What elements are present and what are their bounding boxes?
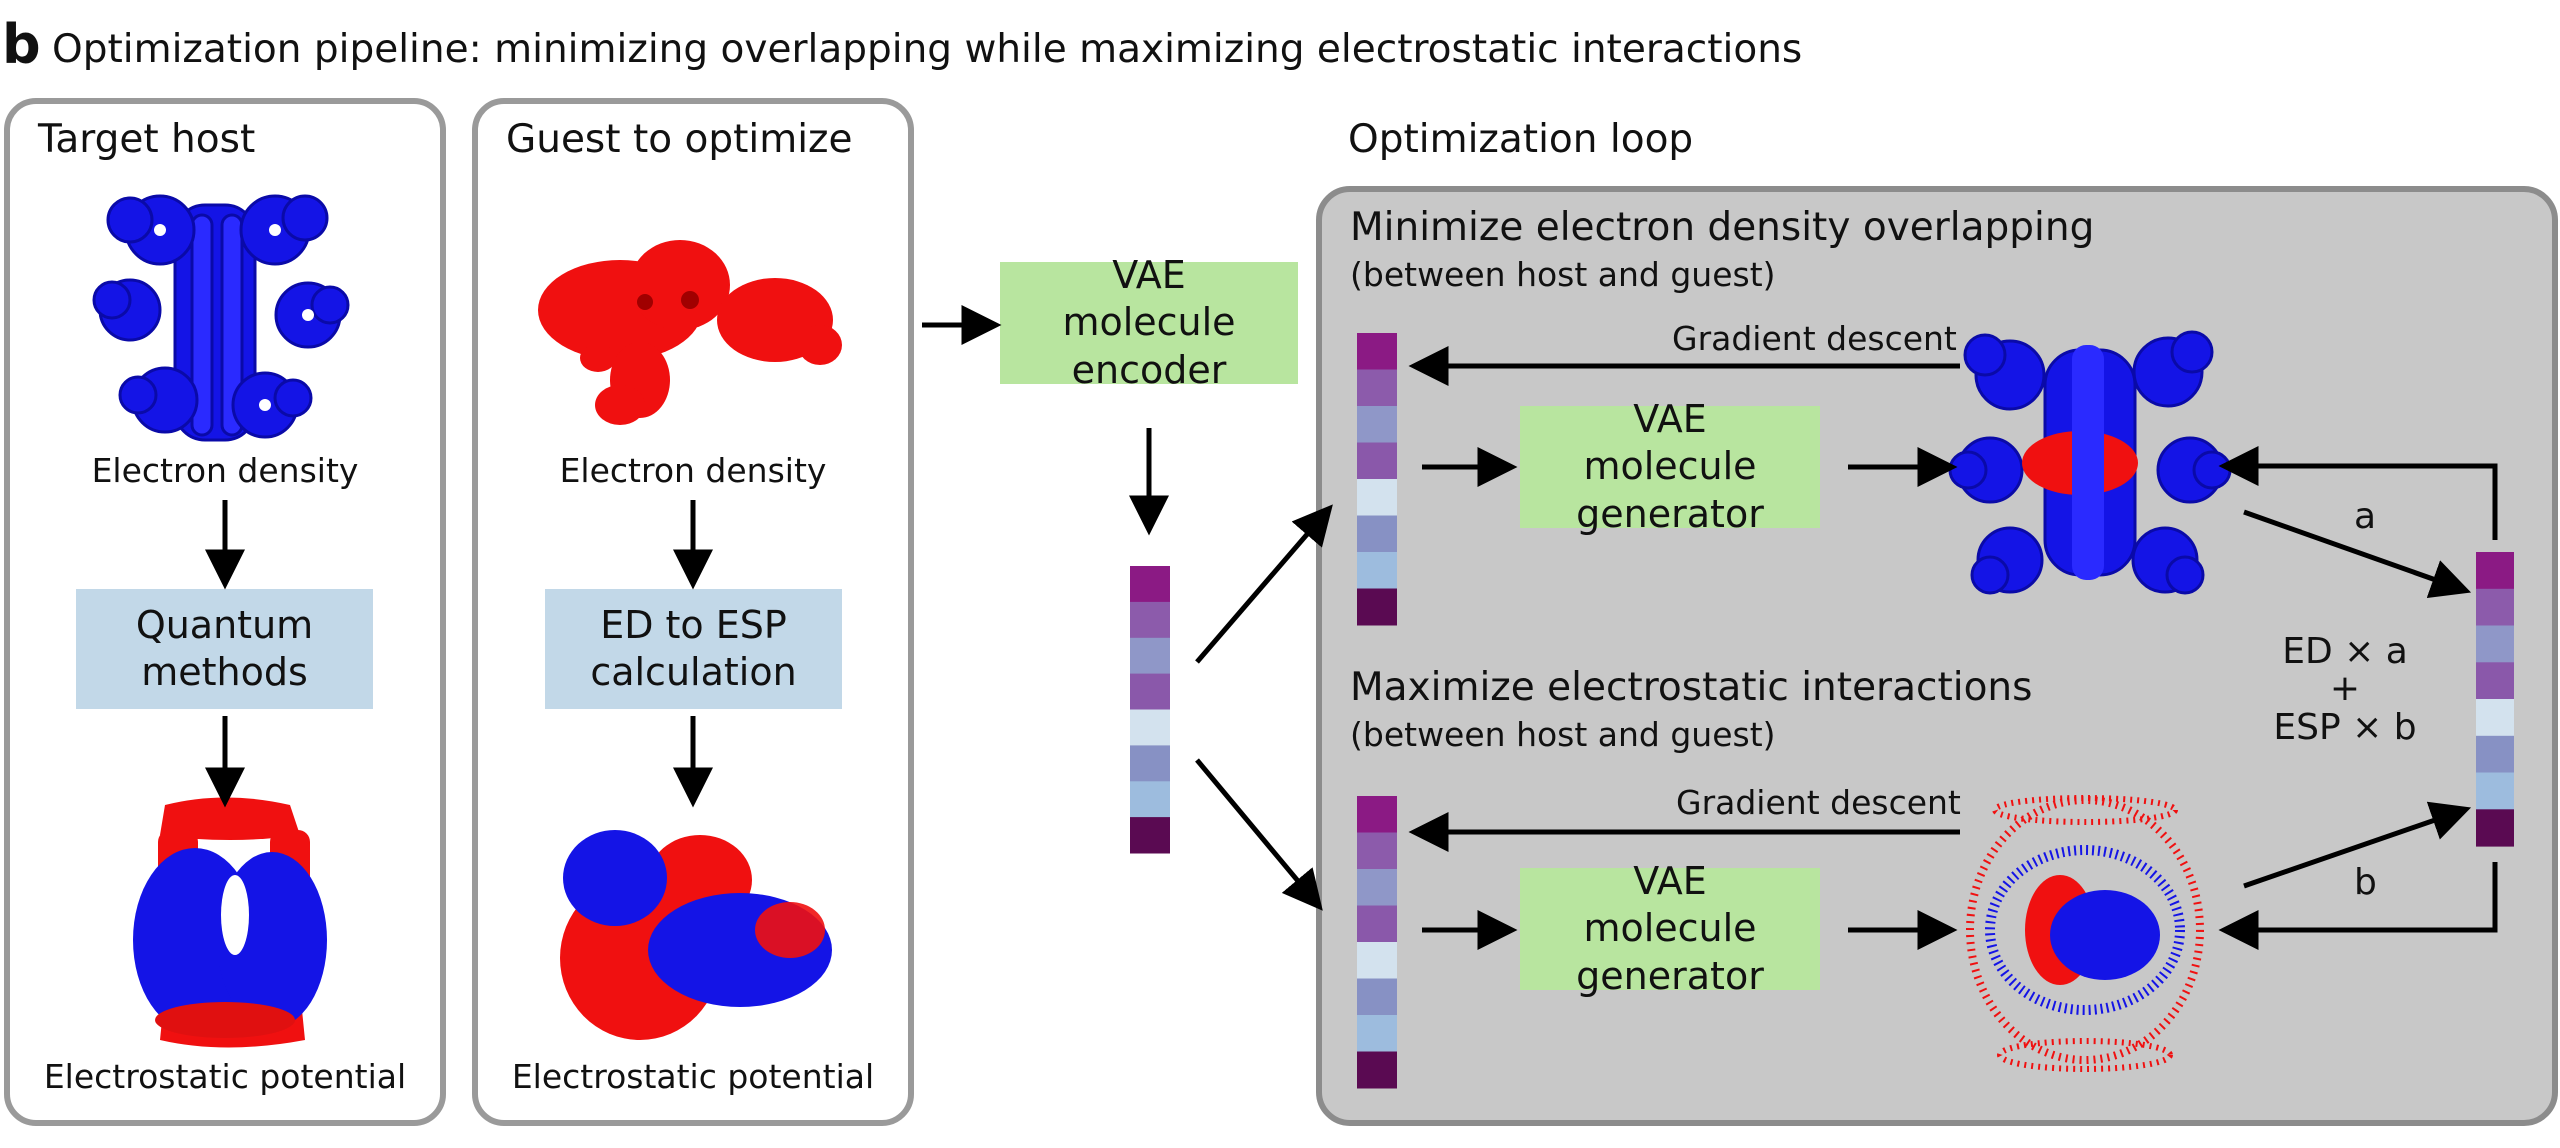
host-electrostatic-potential-image (133, 797, 327, 1048)
latent-vector-segment (1357, 1051, 1397, 1089)
bottom-loop-subtitle: (between host and guest) (1350, 715, 1776, 754)
optimization-loop-title: Optimization loop (1348, 117, 1694, 162)
latent-vector-segment (1130, 709, 1170, 746)
guest-esp-label: Electrostatic potential (511, 1057, 875, 1096)
latent-vector-segment (1130, 673, 1170, 710)
latent-vector-segment (1357, 832, 1397, 870)
latent-vector-segment (2476, 552, 2514, 590)
top-loop-subtitle: (between host and guest) (1350, 255, 1776, 294)
latent-vector-segment (2476, 809, 2514, 847)
cage-ring-br (231, 371, 313, 439)
latent-vector-segment (2476, 699, 2514, 737)
latent-vector-top (1357, 333, 1397, 626)
bottom-electrostatic-complex-image (1966, 795, 2204, 1072)
arrow-top-complex-to-weighted-vector (2243, 509, 2472, 598)
cage-ring-bl (118, 366, 199, 434)
bottom-generator-label: VAE molecule generator (1576, 858, 1764, 998)
latent-vector-segment (1130, 601, 1170, 639)
latent-vector-segment (1130, 817, 1170, 854)
arrow-bottom-complex-to-weighted-vector (2243, 801, 2472, 889)
guest-electron-density-image (538, 240, 842, 425)
vae-encoder-box: VAE molecule encoder (1000, 253, 1298, 392)
latent-vector-segment (1357, 369, 1397, 407)
cage-ring-tl (106, 194, 196, 266)
latent-vector-segment (2476, 735, 2514, 774)
quantum-methods-label: Quantum methods (135, 602, 314, 695)
latent-vector-segment (1357, 406, 1397, 443)
latent-vector-segment (1357, 552, 1397, 589)
formula-ed-term: ED × a (2282, 631, 2408, 672)
top-gradient-label: Gradient descent (1672, 319, 1957, 358)
panel-letter: b (2, 13, 41, 76)
latent-vector-segment (1357, 588, 1397, 626)
top-loop-title: Minimize electron density overlapping (1350, 205, 2095, 250)
target-host-title: Target host (38, 117, 256, 162)
guest-title: Guest to optimize (506, 117, 853, 162)
bottom-generator-box: VAE molecule generator (1520, 859, 1820, 998)
latent-vector-weighted (2476, 552, 2514, 847)
latent-vector-segment (1357, 978, 1397, 1016)
cage-ring-ml (92, 278, 162, 342)
weighted-sum-formula: ED × a + ESP × b (2270, 630, 2420, 749)
formula-esp-term: ESP × b (2273, 706, 2417, 748)
latent-vector-encoded (1130, 566, 1170, 854)
latent-vector-segment (2476, 662, 2514, 700)
ed-to-esp-box: ED to ESP calculation (545, 589, 842, 709)
host-cage-electron-density-image (92, 194, 350, 442)
latent-vector-bottom (1357, 796, 1397, 1089)
weight-b-label: b (2354, 862, 2377, 903)
arrow-feedback-b (2218, 862, 2498, 950)
latent-vector-segment (1357, 942, 1397, 979)
ed-to-esp-label: ED to ESP calculation (590, 602, 797, 695)
guest-electrostatic-potential-image (560, 830, 832, 1040)
arrow-feedback-a (2218, 446, 2498, 540)
diagram-arrows (205, 305, 2498, 950)
target-host-esp-label: Electrostatic potential (43, 1057, 407, 1096)
latent-vector-segment (1357, 869, 1397, 906)
arrow-latent-to-bottom-vector (1195, 758, 1323, 911)
latent-vector-segment (1357, 515, 1397, 553)
latent-vector-segment (1130, 566, 1170, 603)
target-host-ed-label: Electron density (91, 451, 359, 490)
latent-vector-segment (1357, 796, 1397, 833)
bottom-gradient-label: Gradient descent (1676, 783, 1961, 822)
top-host-guest-complex-image (1948, 330, 2232, 595)
latent-vector-segment (1357, 333, 1397, 370)
arrow-latent-to-top-vector (1195, 504, 1333, 664)
guest-ed-label: Electron density (559, 451, 827, 490)
formula-plus: + (2329, 668, 2361, 710)
vae-encoder-label: VAE molecule encoder (1062, 252, 1236, 392)
latent-vector-segment (2476, 625, 2514, 663)
top-generator-box: VAE molecule generator (1520, 397, 1820, 536)
latent-vector-segment (1357, 905, 1397, 943)
top-generator-label: VAE molecule generator (1576, 396, 1764, 536)
latent-vector-segment (2476, 588, 2514, 627)
bottom-loop-title: Maximize electrostatic interactions (1350, 665, 2033, 710)
latent-vector-segment (2476, 772, 2514, 810)
latent-vector-segment (1357, 1015, 1397, 1052)
latent-vector-segment (1130, 745, 1170, 782)
latent-vector-segment (1357, 479, 1397, 516)
latent-vector-segment (1357, 442, 1397, 480)
weight-a-label: a (2354, 496, 2377, 537)
latent-vector-segment (1130, 781, 1170, 818)
quantum-methods-box: Quantum methods (76, 589, 373, 709)
figure-title: Optimization pipeline: minimizing overla… (52, 27, 1803, 72)
latent-vector-segment (1130, 637, 1170, 675)
cage-ring-tr (239, 194, 329, 266)
